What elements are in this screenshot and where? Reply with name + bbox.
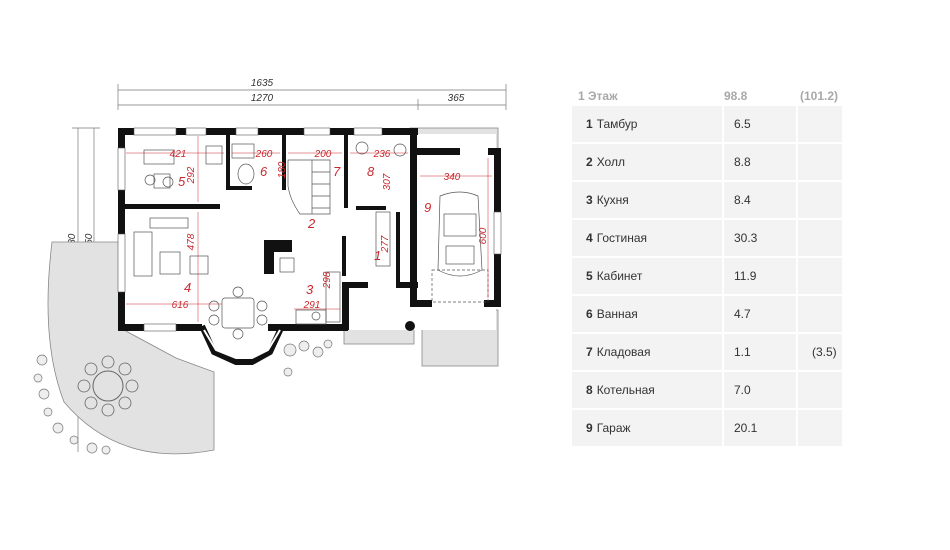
room-extra-cell	[798, 220, 842, 256]
room-name: Гостиная	[596, 231, 648, 245]
room-area-cell: 8.4	[724, 182, 796, 218]
room-number-3: 3	[306, 282, 314, 297]
room-extra-cell	[798, 258, 842, 294]
dim-vestibule-h: 277	[380, 235, 391, 253]
room-extra-cell	[798, 372, 842, 408]
room-name: Холл	[596, 155, 625, 169]
floor-plan: 1635 1270 365 980 850 130	[33, 78, 507, 455]
windows	[117, 127, 502, 332]
room-area-cell: 20.1	[724, 410, 796, 446]
dim-storage-w: 200	[314, 149, 332, 160]
dim-garage-width: 365	[448, 93, 465, 104]
room-name: Гараж	[596, 421, 631, 435]
room-number: 7	[586, 345, 593, 359]
dim-boiler-h: 307	[382, 173, 393, 190]
room-name: Кухня	[596, 193, 629, 207]
walls	[118, 128, 501, 331]
room-number: 2	[586, 155, 593, 169]
room-area-cell: 8.8	[724, 144, 796, 180]
dim-bath-w: 260	[255, 149, 273, 160]
room-area-cell: 11.9	[724, 258, 796, 294]
dim-cabinet-h: 292	[186, 166, 197, 184]
room-area-cell: 4.7	[724, 296, 796, 332]
room-extra-cell	[798, 410, 842, 446]
dim-boiler-w: 236	[373, 149, 391, 160]
dim-living-h: 478	[186, 233, 197, 250]
room-number: 5	[586, 269, 593, 283]
room-area-cell: 1.1	[724, 334, 796, 370]
room-number: 6	[586, 307, 593, 321]
dim-bath-h: 180	[277, 161, 288, 178]
room-name: Кабинет	[596, 269, 643, 283]
floor-area	[124, 134, 496, 330]
bay-window	[199, 324, 285, 365]
room-number-7: 7	[333, 164, 341, 179]
room-name: Ванная	[596, 307, 638, 321]
terrace	[47, 241, 215, 455]
stairs	[287, 159, 331, 215]
room-number-8: 8	[367, 164, 375, 179]
floor-label: 1 Этаж	[578, 89, 618, 103]
room-number: 4	[586, 231, 593, 245]
room-name: Тамбур	[596, 117, 638, 131]
room-extra-cell: (3.5)	[798, 334, 842, 370]
room-number-6: 6	[260, 164, 268, 179]
dim-cabinet-w: 421	[170, 149, 187, 160]
dim-kitchen-h: 298	[322, 271, 333, 289]
room-dimensions	[126, 136, 492, 322]
room-number: 1	[586, 117, 593, 131]
room-extra-cell	[798, 182, 842, 218]
dim-main-width: 1270	[251, 93, 274, 104]
dim-overall-width: 1635	[251, 78, 274, 89]
room-area-cell: 7.0	[724, 372, 796, 408]
room-number: 9	[586, 421, 593, 435]
room-extra-cell	[798, 144, 842, 180]
room-area-cell: 30.3	[724, 220, 796, 256]
room-number: 3	[586, 193, 593, 207]
room-number-9: 9	[424, 200, 431, 215]
room-number-1: 1	[374, 248, 381, 263]
room-number: 8	[586, 383, 593, 397]
dim-garage-h: 600	[478, 227, 489, 244]
shrubs	[33, 339, 333, 455]
furniture	[133, 141, 489, 340]
floor-area-gross: (101.2)	[800, 89, 839, 103]
room-name: Кладовая	[596, 345, 651, 359]
dim-living-w: 616	[172, 300, 189, 311]
dim-garage-w: 340	[444, 172, 461, 183]
table-header: 1 Этаж 98.8 (101.2)	[572, 86, 842, 106]
room-name: Котельная	[596, 383, 655, 397]
room-extra-cell	[798, 106, 842, 142]
room-number-2: 2	[307, 216, 316, 231]
dim-kitchen-w: 291	[303, 300, 321, 311]
room-extra-cell	[798, 296, 842, 332]
floor-area-total: 98.8	[724, 89, 748, 103]
room-number-5: 5	[178, 174, 186, 189]
room-number-4: 4	[184, 280, 191, 295]
room-area-cell: 6.5	[724, 106, 796, 142]
